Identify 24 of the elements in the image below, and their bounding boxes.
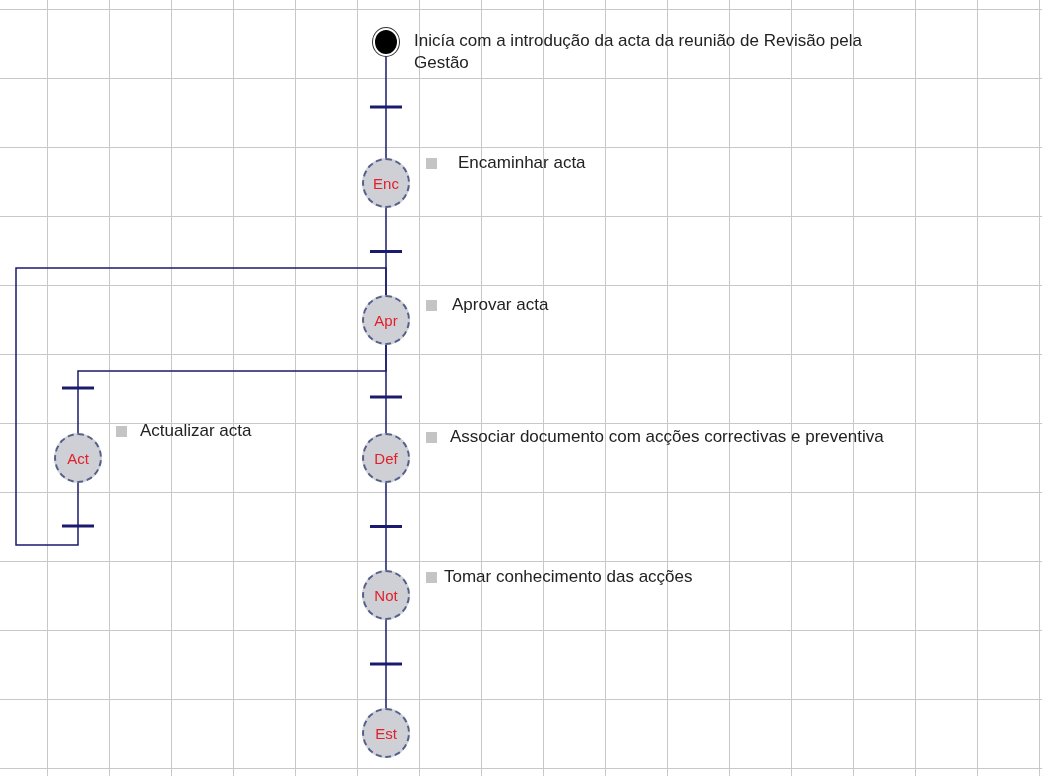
step-description: Aprovar acta [452, 294, 549, 316]
step-circle [362, 433, 410, 483]
step-circle [362, 158, 410, 208]
connector-line [385, 619, 387, 709]
step-code: Def [374, 449, 398, 467]
step-description: Encaminhar acta [458, 152, 586, 174]
step-code: Act [67, 449, 89, 467]
step-circle [362, 708, 410, 758]
connector-line [385, 55, 387, 159]
step-circle [362, 570, 410, 620]
step-description: Associar documento com acções correctivas e preventiva [450, 426, 884, 448]
connector-line [15, 267, 387, 546]
step-code: Enc [373, 174, 399, 192]
step-description: Tomar conhecimento das acções [444, 566, 693, 588]
step-description: Inicía com a introdução da acta da reunião de Revisão pela Gestão [414, 30, 863, 74]
initial-step-dot [373, 28, 399, 56]
step-code: Est [375, 724, 397, 742]
step-circle [362, 295, 410, 345]
step-description: Actualizar acta [140, 420, 252, 442]
step-code: Apr [374, 311, 398, 329]
step-code: Not [374, 586, 398, 604]
connector-line [77, 344, 387, 434]
connector-line [385, 482, 387, 571]
step-circle [54, 433, 102, 483]
